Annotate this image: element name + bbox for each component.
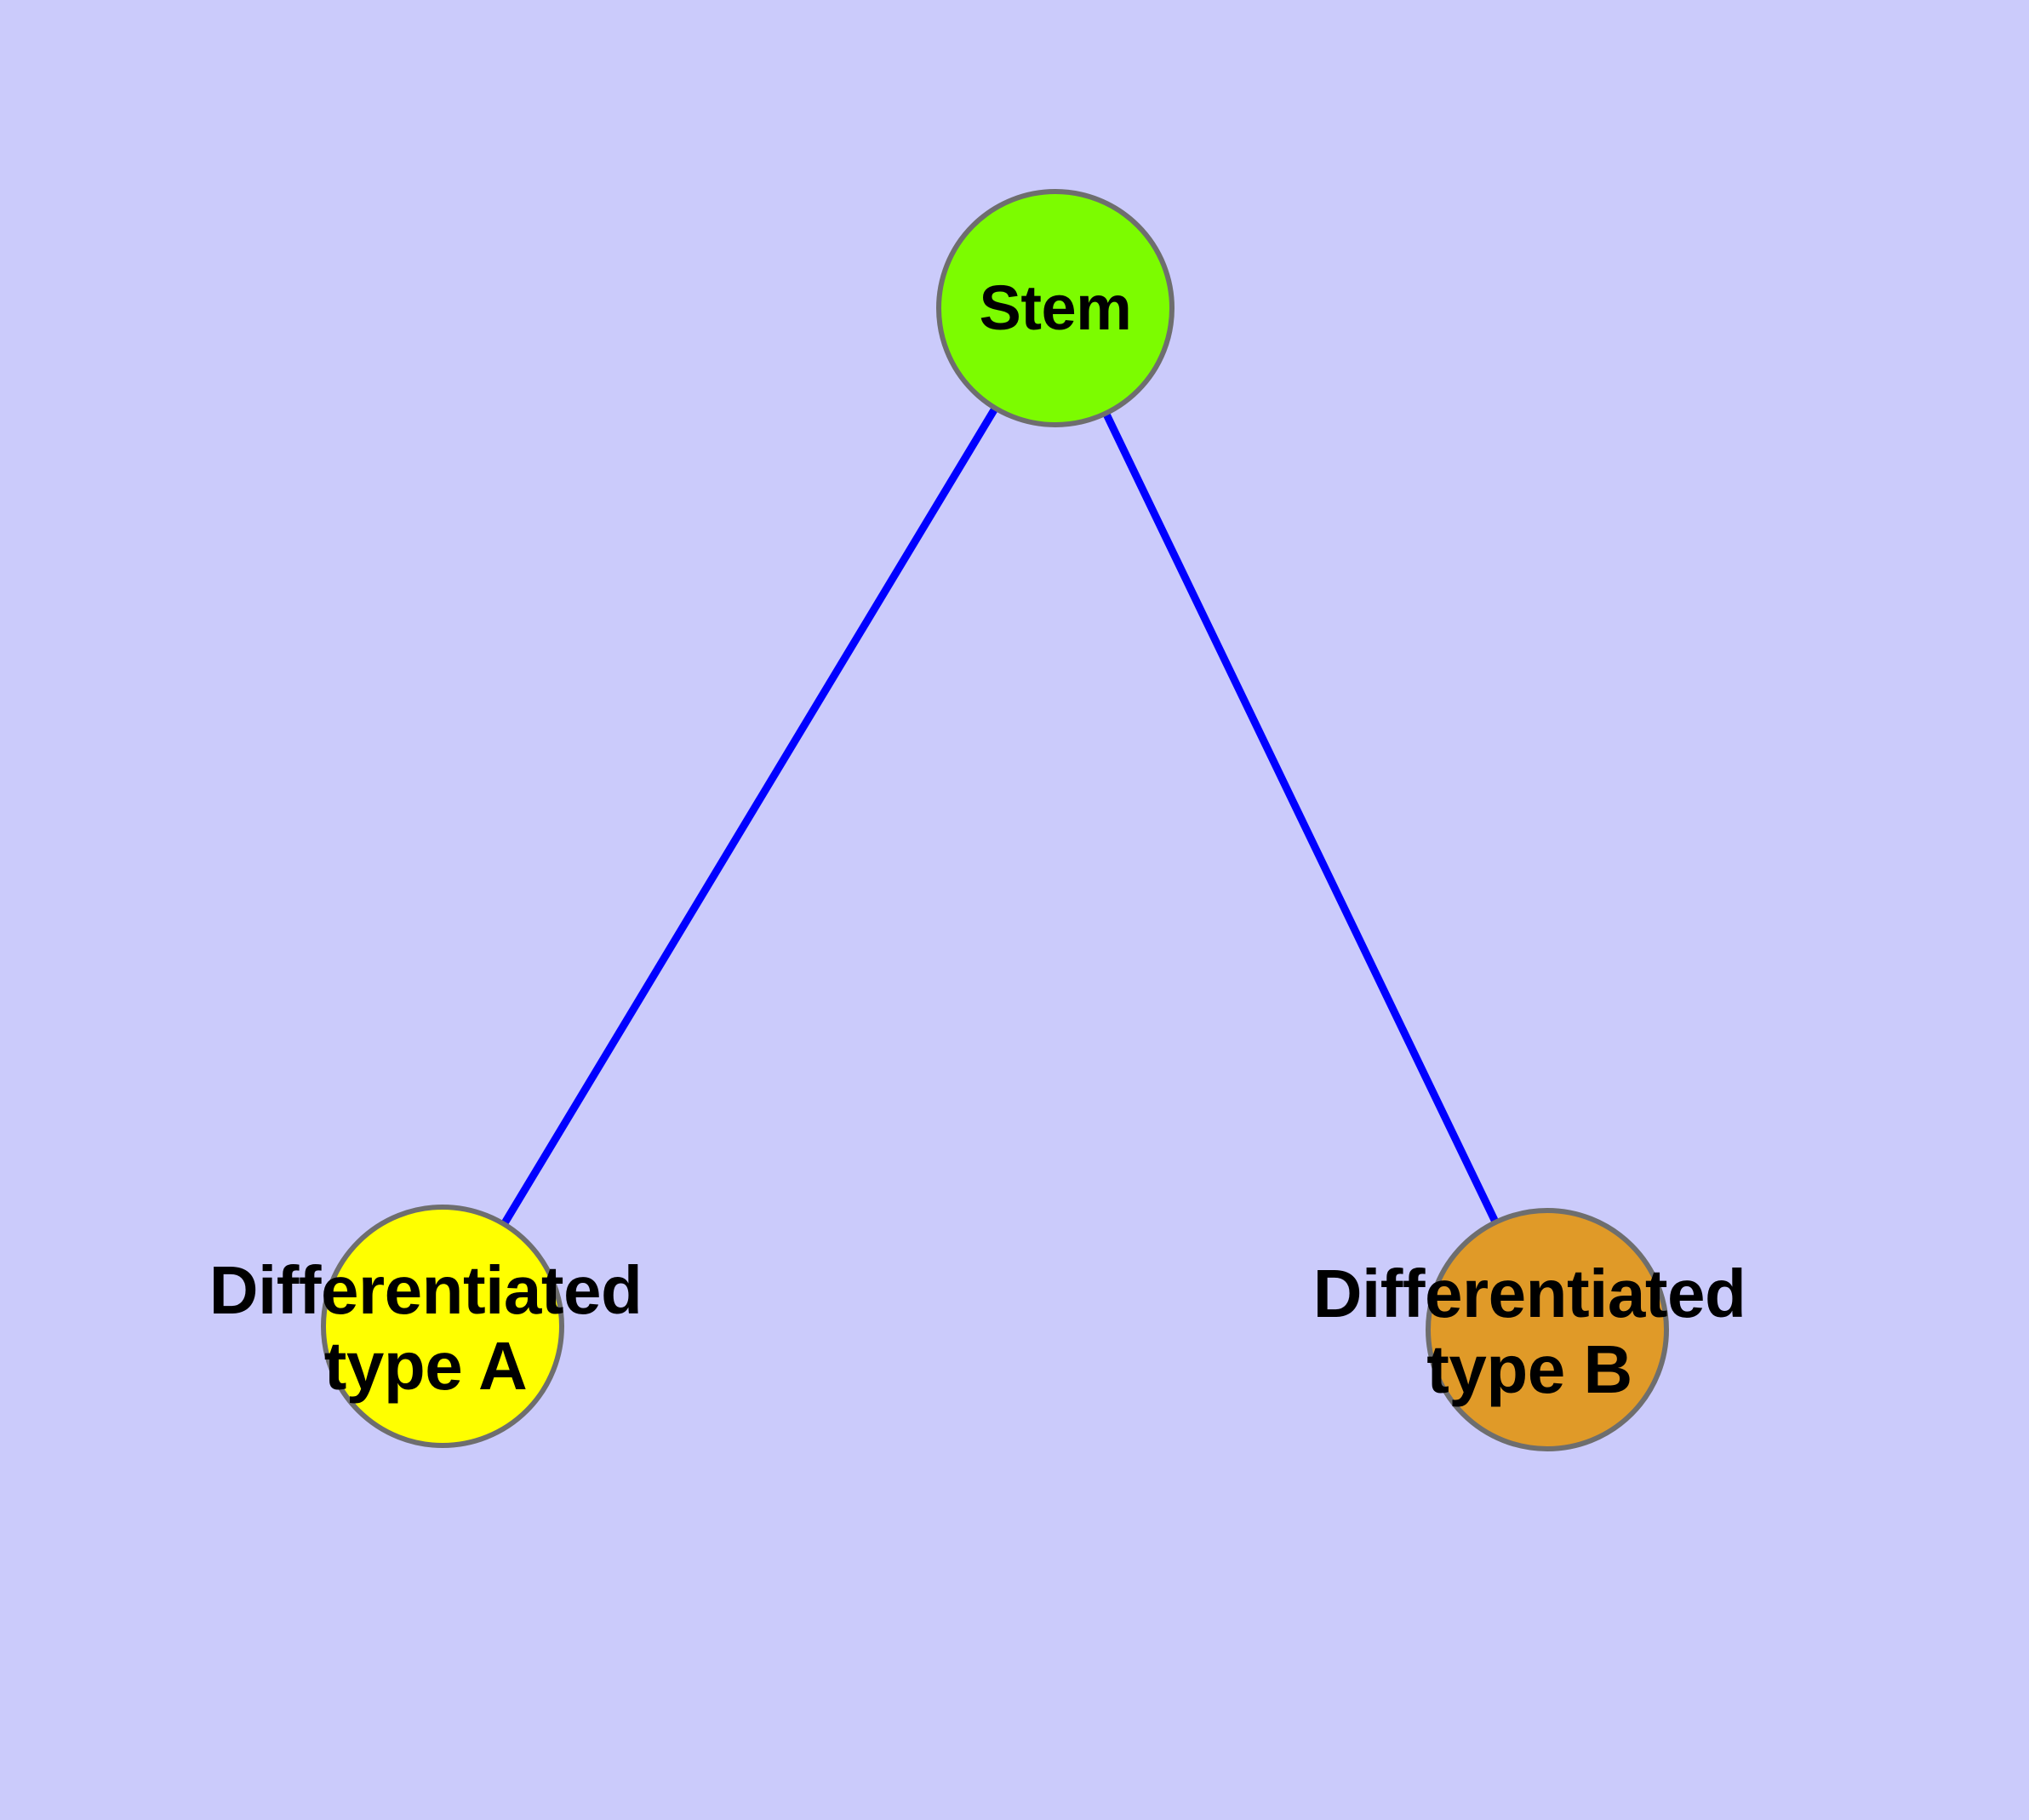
- edge-stem-to-diff-a: [439, 306, 1059, 1329]
- edge-stem-to-diff-b: [1051, 306, 1552, 1331]
- node-differentiated-type-b[interactable]: [1426, 1208, 1669, 1451]
- node-stem[interactable]: [936, 189, 1175, 427]
- node-differentiated-type-a[interactable]: [321, 1205, 564, 1448]
